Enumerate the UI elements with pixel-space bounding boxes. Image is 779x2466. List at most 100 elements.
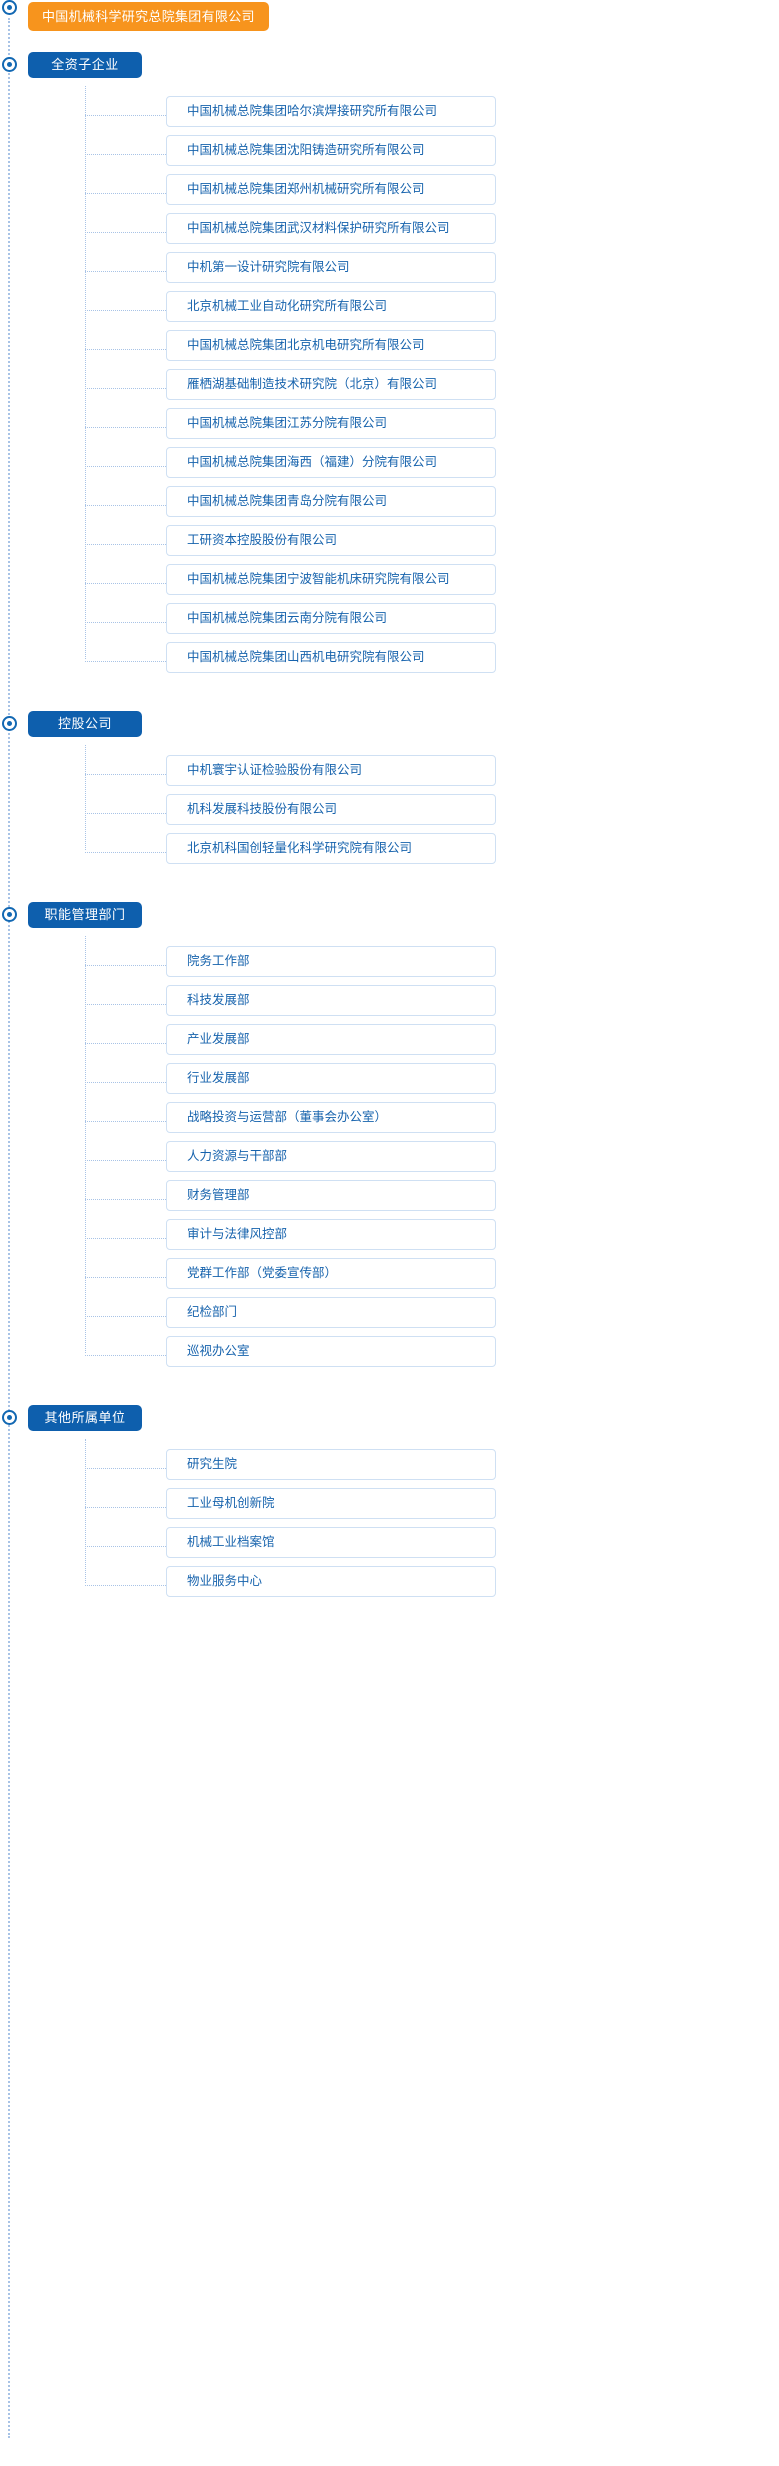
connector-line bbox=[85, 1238, 166, 1239]
section-header: 职能管理部门 bbox=[0, 902, 779, 946]
root-node-chip[interactable]: 中国机械科学研究总院集团有限公司 bbox=[28, 2, 269, 31]
connector-line bbox=[85, 388, 166, 389]
connector-line bbox=[85, 1121, 166, 1122]
org-unit-box[interactable]: 产业发展部 bbox=[166, 1024, 496, 1055]
org-unit-row: 北京机械工业自动化研究所有限公司 bbox=[85, 291, 779, 330]
org-section: 控股公司中机寰宇认证检验股份有限公司机科发展科技股份有限公司北京机科国创轻量化科… bbox=[0, 711, 779, 902]
org-unit-box[interactable]: 中机寰宇认证检验股份有限公司 bbox=[166, 755, 496, 786]
org-unit-box[interactable]: 行业发展部 bbox=[166, 1063, 496, 1094]
org-unit-row: 中国机械总院集团青岛分院有限公司 bbox=[85, 486, 779, 525]
org-unit-row: 中国机械总院集团云南分院有限公司 bbox=[85, 603, 779, 642]
org-section: 全资子企业中国机械总院集团哈尔滨焊接研究所有限公司中国机械总院集团沈阳铸造研究所… bbox=[0, 52, 779, 711]
connector-line bbox=[85, 193, 166, 194]
org-unit-box[interactable]: 工业母机创新院 bbox=[166, 1488, 496, 1519]
section-header: 控股公司 bbox=[0, 711, 779, 755]
section-chip-1[interactable]: 控股公司 bbox=[28, 711, 142, 737]
connector-line bbox=[85, 310, 166, 311]
section-spacer bbox=[0, 872, 779, 902]
connector-line bbox=[85, 965, 166, 966]
org-unit-box[interactable]: 党群工作部（党委宣传部） bbox=[166, 1258, 496, 1289]
connector-line bbox=[85, 232, 166, 233]
org-unit-box[interactable]: 中国机械总院集团郑州机械研究所有限公司 bbox=[166, 174, 496, 205]
connector-line bbox=[85, 852, 166, 853]
org-unit-box[interactable]: 物业服务中心 bbox=[166, 1566, 496, 1597]
org-unit-box[interactable]: 中国机械总院集团海西（福建）分院有限公司 bbox=[166, 447, 496, 478]
section-children: 院务工作部科技发展部产业发展部行业发展部战略投资与运营部（董事会办公室） 人力资源… bbox=[0, 936, 779, 1375]
org-unit-box[interactable]: 院务工作部 bbox=[166, 946, 496, 977]
org-unit-row: 中国机械总院集团哈尔滨焊接研究所有限公司 bbox=[85, 96, 779, 135]
org-unit-row: 物业服务中心 bbox=[85, 1566, 779, 1605]
section-chip-3[interactable]: 其他所属单位 bbox=[28, 1405, 142, 1431]
section-chip-2[interactable]: 职能管理部门 bbox=[28, 902, 142, 928]
org-unit-box[interactable]: 中国机械总院集团江苏分院有限公司 bbox=[166, 408, 496, 439]
org-unit-box[interactable]: 中国机械总院集团北京机电研究所有限公司 bbox=[166, 330, 496, 361]
org-unit-row: 机械工业档案馆 bbox=[85, 1527, 779, 1566]
org-unit-row: 财务管理部 bbox=[85, 1180, 779, 1219]
section-header: 其他所属单位 bbox=[0, 1405, 779, 1449]
org-unit-row: 巡视办公室 bbox=[85, 1336, 779, 1375]
node-dot-icon bbox=[2, 0, 17, 15]
org-unit-box[interactable]: 工研资本控股股份有限公司 bbox=[166, 525, 496, 556]
connector-line bbox=[85, 1316, 166, 1317]
org-unit-box[interactable]: 战略投资与运营部（董事会办公室） bbox=[166, 1102, 496, 1133]
org-unit-box[interactable]: 巡视办公室 bbox=[166, 1336, 496, 1367]
connector-line bbox=[85, 154, 166, 155]
org-unit-row: 中国机械总院集团郑州机械研究所有限公司 bbox=[85, 174, 779, 213]
org-unit-box[interactable]: 中国机械总院集团云南分院有限公司 bbox=[166, 603, 496, 634]
org-unit-box[interactable]: 纪检部门 bbox=[166, 1297, 496, 1328]
sections-container: 全资子企业中国机械总院集团哈尔滨焊接研究所有限公司中国机械总院集团沈阳铸造研究所… bbox=[0, 52, 779, 1635]
org-unit-box[interactable]: 中机第一设计研究院有限公司 bbox=[166, 252, 496, 283]
org-unit-box[interactable]: 中国机械总院集团山西机电研究院有限公司 bbox=[166, 642, 496, 673]
node-dot-icon bbox=[2, 1410, 17, 1425]
org-unit-box[interactable]: 北京机科国创轻量化科学研究院有限公司 bbox=[166, 833, 496, 864]
org-unit-box[interactable]: 财务管理部 bbox=[166, 1180, 496, 1211]
org-unit-box[interactable]: 北京机械工业自动化研究所有限公司 bbox=[166, 291, 496, 322]
org-unit-box[interactable]: 审计与法律风控部 bbox=[166, 1219, 496, 1250]
org-unit-row: 人力资源与干部部 bbox=[85, 1141, 779, 1180]
root-node-row: 中国机械科学研究总院集团有限公司 bbox=[0, 0, 779, 52]
connector-line bbox=[85, 774, 166, 775]
connector-line bbox=[85, 1043, 166, 1044]
node-dot-icon bbox=[2, 57, 17, 72]
section-chip-0[interactable]: 全资子企业 bbox=[28, 52, 142, 78]
connector-line bbox=[85, 583, 166, 584]
org-unit-box[interactable]: 研究生院 bbox=[166, 1449, 496, 1480]
connector-line bbox=[85, 1004, 166, 1005]
org-unit-box[interactable]: 中国机械总院集团武汉材料保护研究所有限公司 bbox=[166, 213, 496, 244]
connector-line bbox=[85, 1507, 166, 1508]
connector-line bbox=[85, 115, 166, 116]
connector-line bbox=[85, 505, 166, 506]
org-unit-row: 机科发展科技股份有限公司 bbox=[85, 794, 779, 833]
org-unit-box[interactable]: 中国机械总院集团哈尔滨焊接研究所有限公司 bbox=[166, 96, 496, 127]
connector-line bbox=[85, 1355, 166, 1356]
org-unit-box[interactable]: 中国机械总院集团沈阳铸造研究所有限公司 bbox=[166, 135, 496, 166]
section-spacer bbox=[0, 1375, 779, 1405]
section-spacer bbox=[0, 1605, 779, 1635]
org-unit-box[interactable]: 中国机械总院集团宁波智能机床研究院有限公司 bbox=[166, 564, 496, 595]
org-unit-row: 中国机械总院集团武汉材料保护研究所有限公司 bbox=[85, 213, 779, 252]
org-unit-box[interactable]: 科技发展部 bbox=[166, 985, 496, 1016]
connector-line bbox=[85, 1160, 166, 1161]
org-unit-box[interactable]: 人力资源与干部部 bbox=[166, 1141, 496, 1172]
org-unit-row: 行业发展部 bbox=[85, 1063, 779, 1102]
connector-line bbox=[85, 427, 166, 428]
main-trunk-line bbox=[8, 18, 10, 2438]
section-header: 全资子企业 bbox=[0, 52, 779, 96]
connector-line bbox=[85, 1468, 166, 1469]
org-unit-row: 中国机械总院集团宁波智能机床研究院有限公司 bbox=[85, 564, 779, 603]
connector-line bbox=[85, 1277, 166, 1278]
connector-line bbox=[85, 622, 166, 623]
org-unit-row: 院务工作部 bbox=[85, 946, 779, 985]
connector-line bbox=[85, 1199, 166, 1200]
section-children: 中机寰宇认证检验股份有限公司机科发展科技股份有限公司北京机科国创轻量化科学研究院… bbox=[0, 745, 779, 872]
connector-line bbox=[85, 1585, 166, 1586]
org-unit-box[interactable]: 雁栖湖基础制造技术研究院（北京）有限公司 bbox=[166, 369, 496, 400]
org-unit-box[interactable]: 中国机械总院集团青岛分院有限公司 bbox=[166, 486, 496, 517]
org-unit-box[interactable]: 机械工业档案馆 bbox=[166, 1527, 496, 1558]
org-unit-box[interactable]: 机科发展科技股份有限公司 bbox=[166, 794, 496, 825]
connector-line bbox=[85, 661, 166, 662]
org-unit-row: 审计与法律风控部 bbox=[85, 1219, 779, 1258]
org-unit-row: 产业发展部 bbox=[85, 1024, 779, 1063]
org-unit-row: 研究生院 bbox=[85, 1449, 779, 1488]
